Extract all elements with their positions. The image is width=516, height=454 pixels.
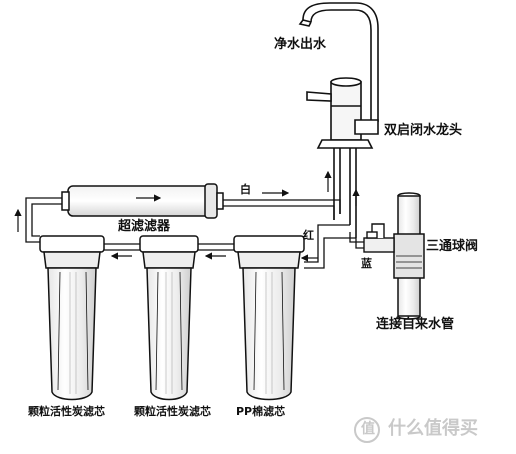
filter-2-label: 颗粒活性炭滤芯 [134,405,211,418]
filter-3-label: PP棉滤芯 [236,405,286,418]
filter-housing-1 [39,235,105,401]
filter-housing-2 [139,235,199,401]
ultrafilter-cartridge [61,183,224,219]
red-line-label: 红 [303,229,314,242]
pipe-network [25,197,364,269]
tap-water-pipe-label: 连接自来水管 [376,317,455,332]
three-way-ball-valve-label: 三通球阀 [426,239,479,254]
tap-water-pipe [393,192,425,320]
dual-valve-faucet-label: 双启闭水龙头 [384,123,463,138]
watermark-logo-icon [354,417,380,443]
three-way-ball-valve [363,223,395,253]
filter-housing-3 [233,235,305,401]
filter-1-label: 颗粒活性炭滤芯 [28,405,105,418]
blue-line-label: 蓝 [361,257,372,270]
ultrafilter-label: 超滤滤器 [118,219,171,234]
clean-water-out-label: 净水出水 [274,37,327,52]
watermark-text: 什么值得买 [388,418,478,439]
faucet [298,2,379,238]
watermark-glyph: 值 [361,421,375,437]
white-line-label: 白 [240,183,251,196]
